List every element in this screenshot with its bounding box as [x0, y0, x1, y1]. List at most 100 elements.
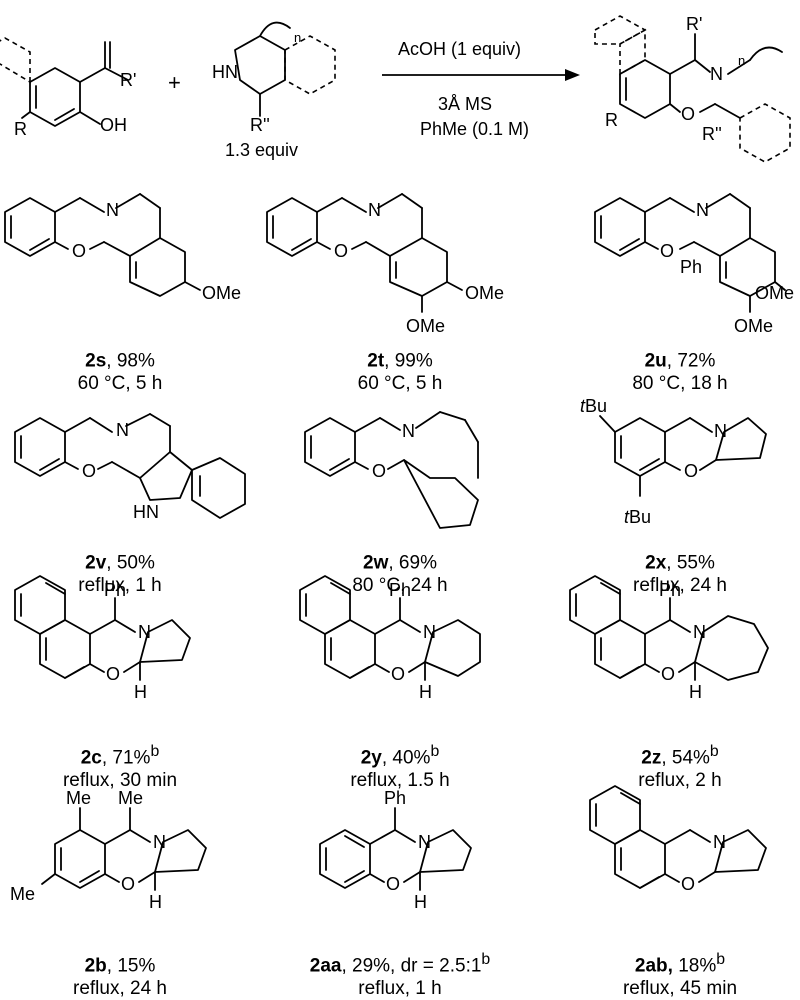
svg-text:N: N — [710, 64, 723, 84]
svg-text:O: O — [372, 461, 386, 481]
yield-line: 2s, 98% — [85, 350, 155, 372]
svg-text:H: H — [689, 682, 702, 702]
svg-text:H: H — [134, 682, 147, 702]
structure-2v: N O HN — [14, 413, 246, 522]
yield-line: 2c, 71%b — [80, 743, 160, 769]
conditions-line: reflux, 1 h — [78, 575, 162, 597]
svg-text:OMe: OMe — [406, 316, 445, 336]
condition-ms: 3Å MS — [438, 94, 492, 114]
svg-text:O: O — [681, 104, 695, 124]
svg-text:OMe: OMe — [202, 283, 241, 303]
svg-text:O: O — [661, 664, 675, 684]
svg-text:n: n — [738, 53, 745, 68]
svg-text:O: O — [121, 874, 135, 894]
structure-2b: Me Me Me N O H — [10, 788, 207, 912]
svg-text:O: O — [391, 664, 405, 684]
svg-text:O: O — [684, 461, 698, 481]
structure-2ab: N O — [589, 785, 767, 894]
yield-line: 2w, 69% — [363, 552, 437, 574]
amine-reactant: n HN R'' — [212, 21, 336, 135]
svg-text:OMe: OMe — [465, 283, 504, 303]
structure-2y: Ph N O H — [299, 575, 481, 702]
svg-text:Ph: Ph — [659, 580, 681, 600]
svg-text:N: N — [713, 832, 726, 852]
svg-text:Me: Me — [66, 788, 91, 808]
svg-text:Me: Me — [118, 788, 143, 808]
svg-text:H: H — [419, 682, 432, 702]
n-label: n — [294, 30, 301, 45]
caption-2aa: 2aa, 29%, dr = 2.5:1b reflux, 1 h — [270, 948, 530, 1000]
svg-text:N: N — [402, 421, 415, 441]
svg-text:O: O — [681, 874, 695, 894]
equiv-label: 1.3 equiv — [225, 140, 298, 160]
conditions-line: reflux, 1 h — [358, 978, 442, 1000]
structure-2aa: Ph N O H — [319, 788, 472, 912]
caption-2s: 2s, 98% 60 °C, 5 h — [0, 343, 240, 395]
svg-text:Ph: Ph — [384, 788, 406, 808]
svg-text:H: H — [149, 892, 162, 912]
structure-2x: N O tBu tBu — [580, 396, 767, 527]
svg-text:O: O — [72, 241, 86, 261]
svg-text:N: N — [714, 421, 727, 441]
product-general: n R' N O R'' R — [594, 14, 791, 163]
svg-text:N: N — [423, 622, 436, 642]
caption-2c: 2c, 71%b reflux, 30 min — [0, 740, 240, 792]
svg-text:OMe: OMe — [755, 283, 794, 303]
svg-text:R: R — [605, 110, 618, 130]
structure-2t: N O OMe OMe — [266, 193, 504, 336]
svg-text:R': R' — [686, 14, 702, 34]
yield-line: 2y, 40%b — [360, 743, 440, 769]
reaction-arrow — [382, 69, 580, 81]
caption-2z: 2z, 54%b reflux, 2 h — [560, 740, 800, 792]
svg-text:N: N — [116, 420, 129, 440]
structure-2u: N O Ph OMe OMe — [594, 193, 794, 336]
svg-text:N: N — [106, 200, 119, 220]
caption-2ab: 2ab, 18%b reflux, 45 min — [560, 948, 800, 1000]
yield-line: 2v, 50% — [85, 552, 155, 574]
caption-2w: 2w, 69% 80 °C, 24 h — [280, 545, 520, 597]
caption-2x: 2x, 55% reflux, 24 h — [560, 545, 800, 597]
svg-text:N: N — [693, 622, 706, 642]
conditions-line: reflux, 2 h — [638, 770, 722, 792]
svg-text:N: N — [153, 832, 166, 852]
svg-text:HN: HN — [133, 502, 159, 522]
structure-2c: Ph N O H — [14, 575, 191, 702]
condition-solvent: PhMe (0.1 M) — [420, 119, 529, 139]
r-label: R — [14, 119, 27, 139]
salicyl-ketone-reactant: R' OH R — [0, 37, 136, 139]
svg-text:Ph: Ph — [389, 580, 411, 600]
conditions-line: 60 °C, 5 h — [357, 373, 443, 395]
hn-label: HN — [212, 62, 238, 82]
svg-text:Ph: Ph — [104, 580, 126, 600]
conditions-line: reflux, 45 min — [622, 978, 738, 1000]
conditions-line: reflux, 1.5 h — [350, 770, 450, 792]
yield-line: 2b, 15% — [84, 955, 156, 977]
hydroxyl-label: OH — [100, 115, 127, 135]
svg-text:N: N — [368, 200, 381, 220]
svg-text:Me: Me — [10, 884, 35, 904]
r-prime-label: R' — [120, 70, 136, 90]
svg-text:H: H — [414, 892, 427, 912]
svg-text:N: N — [138, 622, 151, 642]
plus-sign: + — [168, 70, 181, 95]
structure-2s: N O OMe — [4, 193, 241, 303]
conditions-line: 60 °C, 5 h — [77, 373, 163, 395]
svg-text:R'': R'' — [702, 124, 722, 144]
svg-text:N: N — [418, 832, 431, 852]
conditions-line: 80 °C, 18 h — [632, 373, 728, 395]
svg-text:O: O — [106, 664, 120, 684]
condition-acoh: AcOH (1 equiv) — [398, 39, 521, 59]
caption-2b: 2b, 15% reflux, 24 h — [0, 948, 240, 1000]
svg-text:O: O — [334, 241, 348, 261]
yield-line: 2t, 99% — [367, 350, 433, 372]
caption-2u: 2u, 72% 80 °C, 18 h — [560, 343, 800, 395]
conditions-line: 80 °C, 24 h — [352, 575, 448, 597]
svg-text:N: N — [696, 200, 709, 220]
svg-text:OMe: OMe — [734, 316, 773, 336]
conditions-line: reflux, 24 h — [633, 575, 727, 597]
caption-2y: 2y, 40%b reflux, 1.5 h — [280, 740, 520, 792]
svg-text:O: O — [82, 461, 96, 481]
tbu-label-top: tBu — [580, 396, 607, 416]
structure-2z: Ph N O H — [569, 575, 769, 702]
